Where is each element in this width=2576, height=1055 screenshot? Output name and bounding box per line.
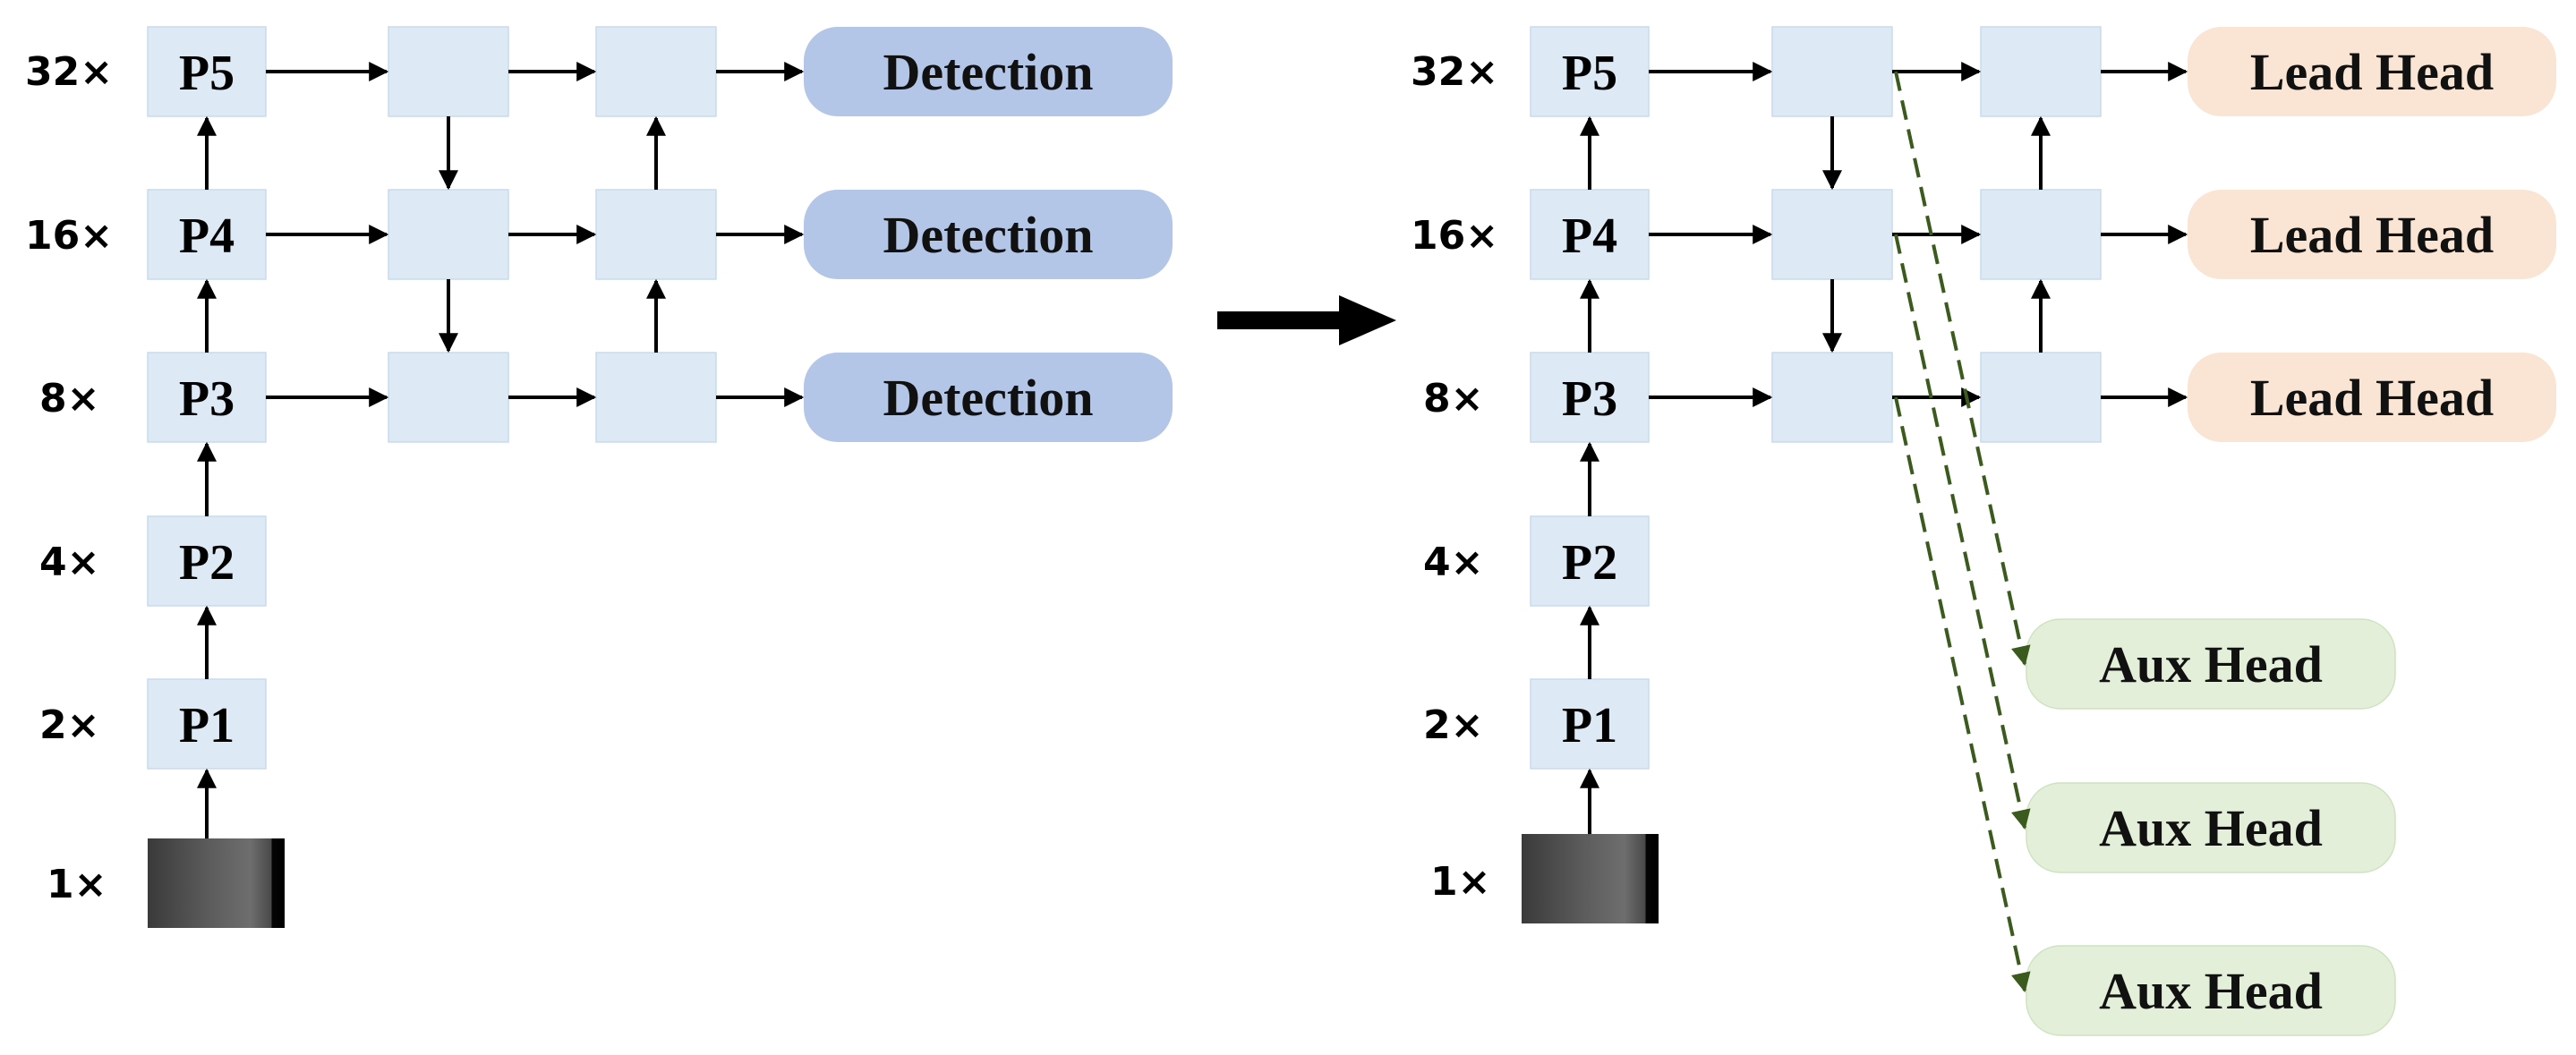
aux-arrow-8x	[1894, 396, 2031, 993]
right-neck-bottom-up-8x	[1980, 352, 2102, 443]
transition-arrow-shaft	[1217, 311, 1352, 329]
right-panel: 32× 16× 8× 4× 2× 1× P5 P4 P3 P2 P1	[1411, 26, 2556, 1036]
left-label-p4: P4	[179, 208, 235, 264]
right-scale-1x: 1×	[1430, 859, 1490, 905]
left-neck-top-down-8x	[388, 352, 509, 443]
right-label-p2: P2	[1562, 535, 1617, 591]
left-label-p2: P2	[179, 535, 235, 591]
left-node-p1	[147, 678, 267, 770]
left-detection-head-8x	[804, 353, 1173, 442]
left-detection-label-16x: Detection	[883, 206, 1093, 264]
lead-head-8x	[2188, 353, 2556, 442]
right-input-image	[1522, 834, 1659, 923]
left-detection-head-32x	[804, 27, 1173, 116]
right-neck-bottom-up-16x	[1980, 189, 2102, 280]
left-scale-labels: 32× 16× 8× 4× 2× 1×	[25, 49, 113, 907]
right-backbone: P5 P4 P3 P2 P1	[1530, 26, 1650, 770]
left-scale-2x: 2×	[39, 702, 99, 748]
left-detection-heads: Detection Detection Detection	[804, 27, 1173, 442]
aux-arrow-16x	[1894, 234, 2031, 830]
right-scale-8x: 8×	[1423, 376, 1483, 421]
left-detection-head-16x	[804, 190, 1173, 279]
transition-arrow	[1217, 295, 1396, 345]
aux-head-label-32x: Aux Head	[2099, 635, 2323, 693]
left-scale-16x: 16×	[25, 213, 113, 259]
lead-head-label-32x: Lead Head	[2250, 43, 2494, 101]
left-scale-32x: 32×	[25, 49, 113, 95]
left-input-image	[148, 838, 285, 928]
left-connections	[197, 62, 805, 838]
left-neck-bottom-up-32x	[595, 26, 717, 117]
right-scale-16x: 16×	[1411, 213, 1498, 259]
right-node-p3	[1530, 352, 1650, 443]
left-scale-8x: 8×	[39, 376, 99, 421]
right-scale-4x: 4×	[1423, 540, 1483, 585]
aux-arrow-32x	[1894, 71, 2031, 667]
right-label-p5: P5	[1562, 46, 1617, 101]
left-node-p2	[147, 515, 267, 607]
left-label-p1: P1	[179, 698, 235, 753]
aux-head-label-8x: Aux Head	[2099, 962, 2323, 1020]
left-neck	[388, 26, 717, 443]
left-neck-top-down-32x	[388, 26, 509, 117]
right-scale-labels: 32× 16× 8× 4× 2× 1×	[1411, 49, 1498, 905]
left-scale-1x: 1×	[47, 862, 107, 907]
left-label-p5: P5	[179, 46, 235, 101]
left-neck-bottom-up-16x	[595, 189, 717, 280]
left-detection-label-32x: Detection	[883, 43, 1093, 101]
transition-arrow-head	[1339, 295, 1396, 345]
lead-head-32x	[2188, 27, 2556, 116]
right-neck-bottom-up-32x	[1980, 26, 2102, 117]
right-neck-top-down-32x	[1771, 26, 1893, 117]
left-label-p3: P3	[179, 371, 235, 427]
right-label-p4: P4	[1562, 208, 1617, 264]
right-connections	[1580, 62, 2188, 993]
right-label-p3: P3	[1562, 371, 1617, 427]
left-detection-label-8x: Detection	[883, 369, 1093, 427]
left-neck-bottom-up-8x	[595, 352, 717, 443]
right-node-p5	[1530, 26, 1650, 117]
left-node-p4	[147, 189, 267, 280]
left-node-p5	[147, 26, 267, 117]
right-node-p1	[1530, 678, 1650, 770]
lead-head-label-8x: Lead Head	[2250, 369, 2494, 427]
right-scale-32x: 32×	[1411, 49, 1498, 95]
right-aux-heads: Aux Head Aux Head Aux Head	[2026, 618, 2396, 1036]
left-panel: 32× 16× 8× 4× 2× 1× P5 P4 P3 P2 P1	[25, 26, 1173, 928]
lead-head-16x	[2188, 190, 2556, 279]
right-neck	[1771, 26, 2102, 443]
right-neck-top-down-16x	[1771, 189, 1893, 280]
left-scale-4x: 4×	[39, 540, 99, 585]
left-neck-top-down-16x	[388, 189, 509, 280]
right-label-p1: P1	[1562, 698, 1617, 753]
right-neck-top-down-8x	[1771, 352, 1893, 443]
lead-head-label-16x: Lead Head	[2250, 206, 2494, 264]
right-lead-heads: Lead Head Lead Head Lead Head	[2188, 27, 2556, 442]
right-scale-2x: 2×	[1423, 702, 1483, 748]
aux-head-label-16x: Aux Head	[2099, 799, 2323, 857]
